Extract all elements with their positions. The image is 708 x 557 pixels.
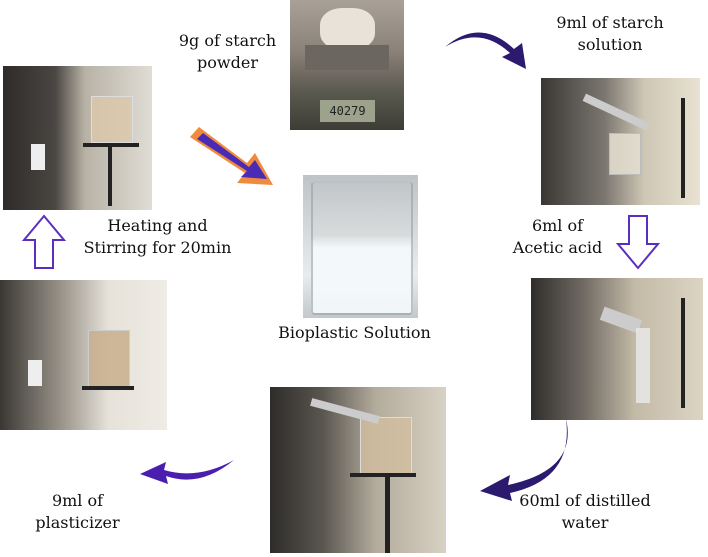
label-line: Acetic acid	[512, 238, 603, 257]
label-line: water	[561, 513, 609, 532]
photo-starch-solution	[541, 78, 700, 205]
label-line: 9g of starch	[178, 31, 277, 50]
outline-up-arrow-icon	[21, 214, 67, 269]
label-line: 9ml of starch	[556, 13, 664, 32]
label-line: Heating and	[107, 216, 208, 235]
label-distilled-water: 60ml of distilled water	[505, 490, 665, 534]
curved-arrow-bottom-left-icon	[140, 460, 234, 484]
curved-arrow-bottom-right-icon	[480, 419, 568, 501]
label-bioplastic-solution: Bioplastic Solution	[262, 322, 447, 344]
diagonal-arrow-to-center-icon	[190, 127, 273, 185]
label-acetic-acid: 6ml of Acetic acid	[500, 215, 615, 259]
label-line: Stirring for 20min	[83, 238, 232, 257]
label-starch-solution: 9ml of starch solution	[540, 12, 680, 56]
curved-arrow-top-right-icon	[445, 32, 526, 69]
label-line: 9ml of	[51, 491, 104, 510]
photo-adding-distilled-water	[270, 387, 446, 553]
photo-weighing-starch: 40279	[290, 0, 404, 130]
label-plasticizer: 9ml of plasticizer	[25, 490, 130, 534]
label-line: 6ml of	[531, 216, 584, 235]
label-line: 60ml of distilled	[519, 491, 651, 510]
photo-adding-acetic-acid	[531, 278, 703, 420]
outline-down-arrow-icon	[615, 215, 661, 270]
label-line: powder	[197, 53, 258, 72]
scale-readout: 40279	[320, 100, 375, 122]
label-heating-stirring: Heating and Stirring for 20min	[70, 215, 245, 259]
photo-bioplastic-solution	[303, 175, 418, 318]
label-line: plasticizer	[35, 513, 120, 532]
label-line: Bioplastic Solution	[278, 323, 431, 342]
photo-adding-plasticizer	[0, 280, 167, 430]
label-line: solution	[577, 35, 643, 54]
label-starch-powder: 9g of starch powder	[165, 30, 290, 74]
photo-heating-stirring	[3, 66, 152, 210]
